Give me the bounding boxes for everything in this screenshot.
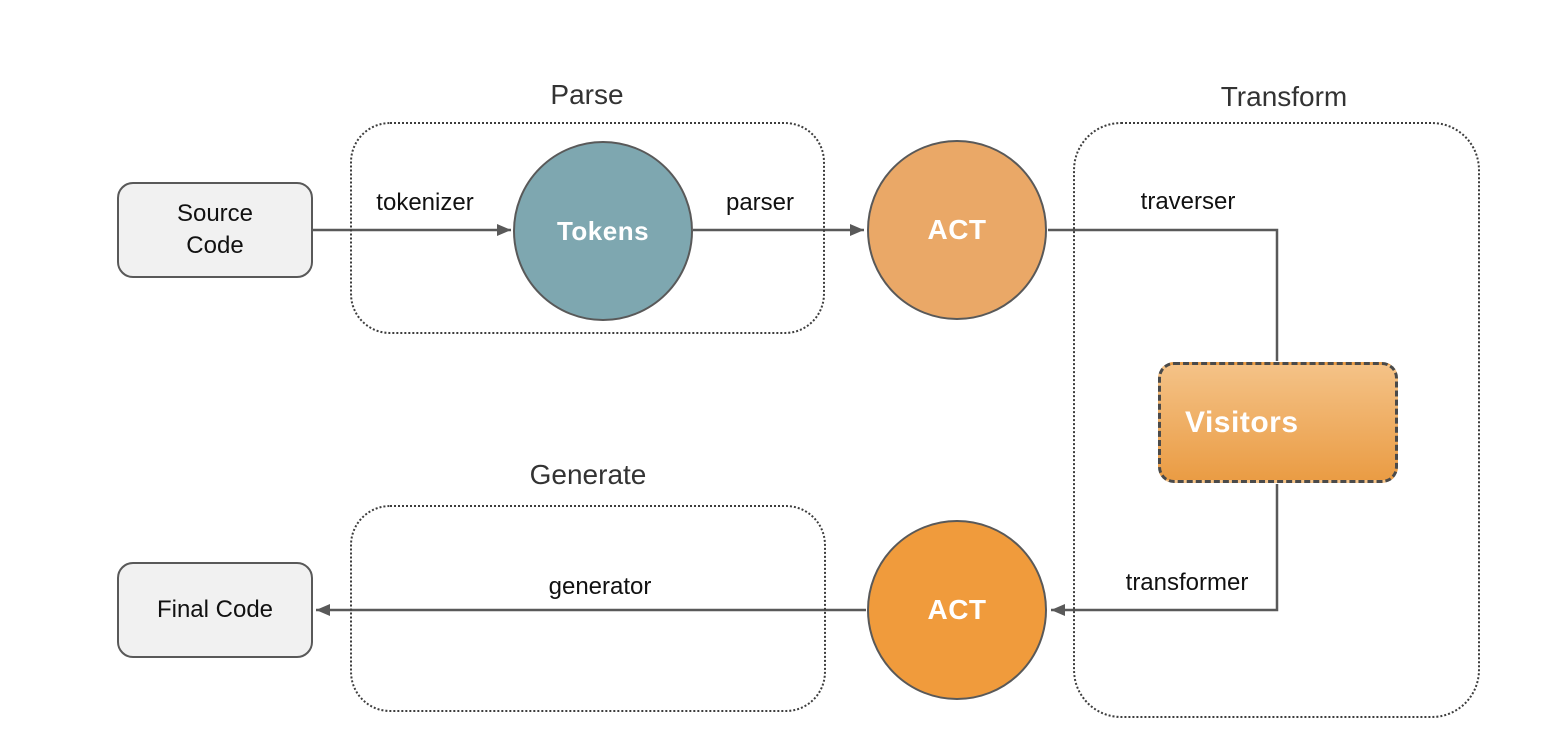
edge-label-parser: parser <box>725 189 795 216</box>
tokens-node: Tokens <box>513 141 693 321</box>
visitors-label: Visitors <box>1185 405 1299 439</box>
parse-group-title: Parse <box>550 79 624 110</box>
ast-transform-label: ACT <box>927 594 987 625</box>
ast-parse-label: ACT <box>927 214 987 245</box>
transform-group-container <box>1073 122 1480 718</box>
source-code-node: Source Code <box>117 182 313 278</box>
ast-transform-node: ACT <box>867 520 1047 700</box>
source-code-label: Source Code <box>176 199 254 259</box>
edge-transformer <box>1051 484 1279 616</box>
edge-label-tokenizer: tokenizer <box>376 189 474 216</box>
generate-group-title: Generate <box>529 459 647 490</box>
visitors-node: Visitors <box>1158 362 1398 483</box>
ast-parse-node: ACT <box>867 140 1047 320</box>
edge-traverser <box>1048 228 1279 361</box>
edge-label-transformer: transformer <box>1125 569 1249 596</box>
transform-group-title: Transform <box>1220 81 1348 112</box>
edge-label-traverser: traverser <box>1140 188 1236 215</box>
final-code-node: Final Code <box>117 562 313 658</box>
tokens-label: Tokens <box>556 215 650 246</box>
edge-label-generator: generator <box>548 573 652 600</box>
parse-group-container <box>350 122 825 334</box>
final-code-label: Final Code <box>156 595 274 623</box>
generate-group-container <box>350 505 826 712</box>
